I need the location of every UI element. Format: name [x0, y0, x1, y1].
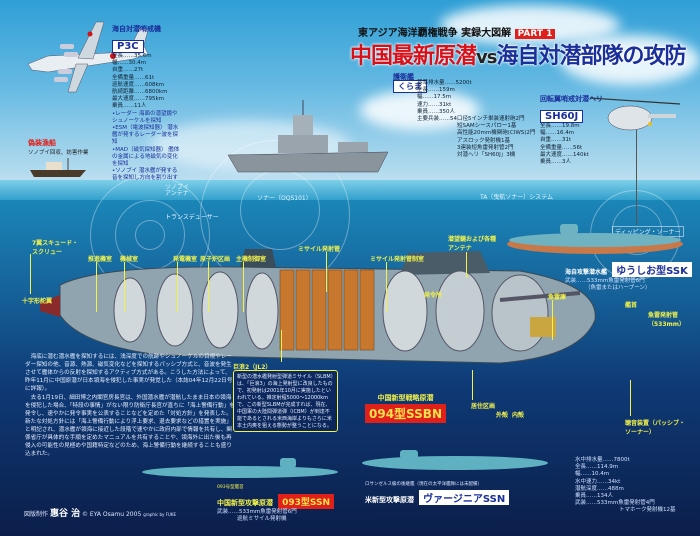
propulsion-room-label: 推進機室 [88, 256, 113, 263]
leader-line [552, 300, 553, 340]
cloud [560, 35, 700, 85]
leader-line [386, 262, 387, 312]
virginia-spec-panel: 水中排水量……7800t 全長……114.9m 幅……10.4m 水中速力……3… [575, 457, 676, 514]
rudder-label: 十字形舵翼 [22, 298, 53, 305]
virginia-caption: ロサンゼルス級の後継艦（現在の太平洋艦隊には未配備） 米新型攻撃原潜 ヴァージニ… [365, 481, 510, 506]
torpedo-room-label: 魚雷庫 [548, 294, 567, 301]
credit-line: 図版制作 惠谷 治 © EYA Osamu 2005 graphic by FU… [24, 509, 177, 519]
ssbn-name-badge: 094型SSBN [365, 404, 446, 423]
antenna-label: アンテナ [165, 190, 189, 197]
ssbn-caption: 中国新型戦略原潜 094型SSBN [365, 393, 446, 423]
missile-control-label: ミサイル発射管制室 [370, 256, 425, 263]
ssk-caption: 海自攻撃潜水艦 ゆうしお型SSK 武装……533mm魚雷発射管6門 （魚雷または… [565, 259, 692, 292]
machinery-room-label: 機械室 [120, 256, 139, 263]
jl2-info-box: 新型の潜水艦発射型弾道ミサイル（SLBM）は、「巨浪3」の海上発射型に改良したも… [233, 370, 338, 432]
control-room-label: 主機制御室 [236, 256, 267, 263]
fishing-boat-label: 偽装漁船 ソノブイ回収、妨害作業 [28, 139, 89, 156]
type094-ssbn-cutaway-illustration [40, 249, 596, 364]
leader-line [466, 252, 467, 278]
leader-line [630, 380, 631, 416]
part-badge: PART 1 [514, 29, 556, 39]
page-title: 中国最新原潜vs海自対潜部隊の攻防 [350, 44, 686, 69]
outer-hull-label: 外殻 [496, 412, 509, 419]
transducer-label: トランスデューサー [165, 214, 219, 221]
ta-system-label: TA（曳航ソナー）システム [480, 194, 554, 201]
ssn093-caption: 093号型艦首 中国新型攻撃原潜 093型SSN 武装……533mm魚雷発射管6… [217, 484, 334, 523]
passive-sonar-label: 聴音装置（パッシブ・ソーナー） [625, 420, 686, 436]
periscope-antenna-label: 潜望鏡および各種アンテナ [448, 236, 497, 252]
leader-line [326, 252, 327, 292]
kurama-name-badge: くらま [393, 80, 427, 93]
fishing-boat-illustration [30, 158, 86, 177]
sh60j-name-badge: SH60J [540, 110, 584, 123]
command-center-label: 発令所 [424, 292, 443, 299]
virginia-ssn-illustration [362, 450, 548, 470]
leader-line [30, 254, 31, 294]
inner-hull-label: 内殻 [512, 412, 525, 419]
leader-line [281, 330, 282, 362]
ship-sonar-label: ソナー（OQS101） [257, 195, 312, 202]
generator-room-label: 発電機室 [173, 256, 198, 263]
leader-line [177, 262, 178, 312]
sh60j-helicopter-illustration [590, 97, 680, 131]
cloud [360, 90, 480, 130]
sh60j-spec-panel: 回転翼哨戒対潜ヘリ SH60J 全長……19.8m 幅……16.4m 自重……3… [540, 95, 603, 166]
ssn093-name-badge: 093型SSN [278, 494, 334, 509]
virginia-name-badge: ヴァージニアSSN [419, 490, 510, 505]
ssk-name-badge: ゆうしお型SSK [612, 262, 692, 277]
leader-line [124, 262, 125, 312]
bow-label: 艦首 [625, 302, 638, 309]
living-quarters-label: 居住区画 [471, 403, 496, 410]
series-title: 東アジア海洋覇権戦争 実録大図解 PART 1 [358, 24, 556, 39]
screw-label: 7翼スキュード・スクリュー [32, 240, 79, 256]
sonobuoy-label: ソノブイ [165, 184, 189, 191]
sonar-ring [240, 170, 320, 250]
p3c-spec-panel: 海自対潜哨戒機 P3C 全長……35.6m 幅……30.4m 自重……27t 全… [112, 25, 180, 182]
leader-line [208, 262, 209, 312]
p3c-aircraft-illustration [27, 21, 149, 93]
yushio-ssk-illustration [507, 224, 683, 254]
reactor-compartment-label: 原子炉区画 [200, 256, 231, 263]
type093-ssn-illustration [142, 458, 338, 478]
sonar-ring [135, 220, 165, 250]
torpedo-tubes-label: 魚雷発射管（533mm） [648, 312, 686, 328]
leader-line [472, 370, 473, 400]
leader-line [243, 262, 244, 312]
jl2-title: 巨浪2（JL2） [233, 364, 272, 371]
missile-tube-label: ミサイル発射管 [298, 246, 341, 253]
kurama-destroyer-illustration [228, 100, 388, 173]
p3c-name-badge: P3C [112, 40, 144, 53]
dipping-sonar-cable [636, 130, 637, 225]
leader-line [96, 262, 97, 312]
article-text: 海底に潜む潜水艦を探知するには、浅深度での航跡やシュノーケルの目視やレーダー探知… [25, 354, 235, 457]
